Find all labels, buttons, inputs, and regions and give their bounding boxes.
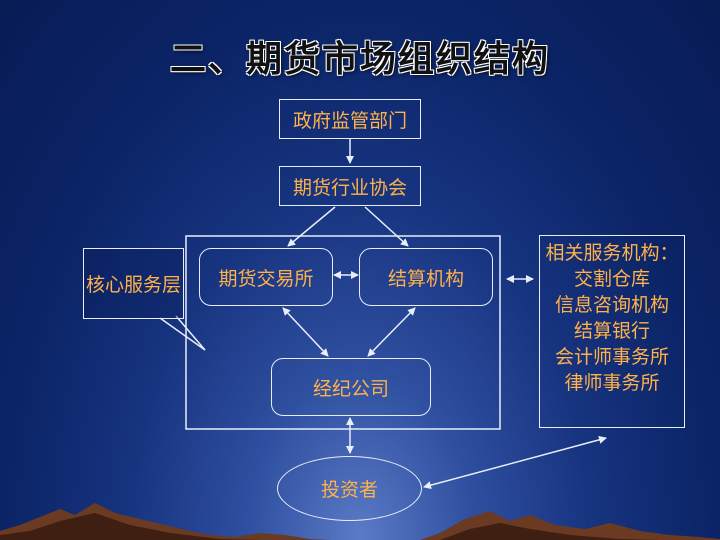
callout-tail xyxy=(159,315,206,351)
clearing-node: 结算机构 xyxy=(359,248,493,306)
broker-node: 经纪公司 xyxy=(271,358,431,416)
mountain-silhouette xyxy=(0,503,720,540)
arrow-investor-services xyxy=(423,435,607,490)
investor-label: 投资者 xyxy=(320,479,378,501)
core-layer-frame xyxy=(185,235,501,430)
exchange-node: 期货交易所 xyxy=(199,248,333,306)
service-item: 信息咨询机构 xyxy=(554,294,669,316)
service-item: 交割仓库 xyxy=(573,268,650,290)
regulator-label: 政府监管部门 xyxy=(292,109,407,132)
association-label: 期货行业协会 xyxy=(292,176,407,199)
core-callout-label: 核心服务层 xyxy=(85,274,181,296)
related-services-box: 相关服务机构： 交割仓库 信息咨询机构 结算银行 会计师事务所 律师事务所 xyxy=(539,235,685,428)
service-item: 会计师事务所 xyxy=(554,346,669,368)
arrow-exchange-broker xyxy=(282,307,329,357)
slide-title: 二、期货市场组织结构 xyxy=(169,38,550,80)
broker-label: 经纪公司 xyxy=(312,377,389,400)
service-item: 律师事务所 xyxy=(564,372,660,394)
arrow-clearing-broker xyxy=(367,307,416,357)
clearing-label: 结算机构 xyxy=(387,267,464,290)
association-node: 期货行业协会 xyxy=(279,166,421,206)
arrow-association-exchange xyxy=(287,206,336,247)
investor-node: 投资者 xyxy=(277,456,422,521)
services-heading: 相关服务机构： xyxy=(545,242,679,264)
regulator-node: 政府监管部门 xyxy=(279,99,421,139)
service-item: 结算银行 xyxy=(573,320,650,342)
arrow-association-clearing xyxy=(364,206,409,247)
core-callout: 核心服务层 xyxy=(83,248,184,319)
exchange-label: 期货交易所 xyxy=(218,267,314,290)
